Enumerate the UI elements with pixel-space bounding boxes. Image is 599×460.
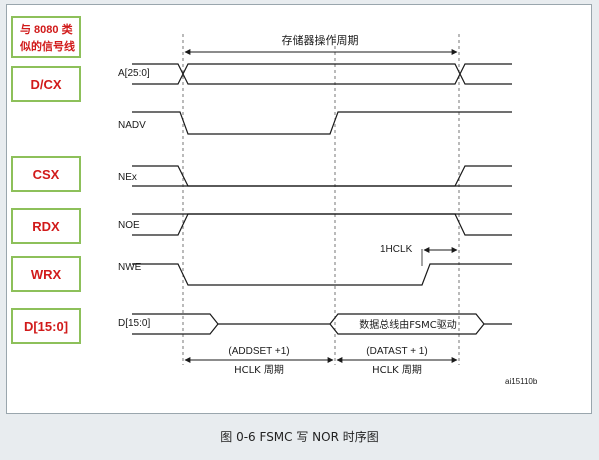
wave-nex [132,165,512,187]
hclk-gap-label: 1HCLK [380,244,413,255]
label-data: D[15:0] [24,319,68,334]
wave-nwe [132,263,512,286]
label-dcx: D/CX [30,77,61,92]
label-wrx: WRX [31,267,62,282]
label-box-csx: CSX [11,156,81,192]
header-line2: 似的信号线 [19,39,75,53]
signal-name-data: D[15:0] [118,318,150,329]
signal-name-addr: A[25:0] [118,68,150,79]
datast-label: (DATAST + 1) [366,346,427,357]
wave-data [132,313,512,335]
signal-name-noe: NOE [118,220,140,231]
signal-name-nex: NEx [118,172,137,183]
figure-id: ai15110b [505,377,538,386]
label-box-rdx: RDX [11,208,81,244]
hclk-period-label-2: HCLK 周期 [372,364,422,376]
figure-caption: 图 0-6 FSMC 写 NOR 时序图 [0,428,599,445]
header-line1: 与 8080 类 [20,22,74,36]
header-box: 与 8080 类 似的信号线 [11,16,81,58]
cycle-label: 存储器操作周期 [282,33,359,47]
caption-body: FSMC 写 NOR 时序图 [259,430,379,444]
signal-name-nwe: NWE [118,262,142,273]
label-csx: CSX [33,167,60,182]
label-box-data: D[15:0] [11,308,81,344]
figure-frame [6,4,592,414]
label-box-dcx: D/CX [11,66,81,102]
hclk-period-label-1: HCLK 周期 [234,364,284,376]
wave-addr [132,63,512,85]
data-bus-label: 数据总线由FSMC驱动 [359,318,457,331]
addset-label: (ADDSET +1) [228,346,289,357]
caption-prefix: 图 0-6 [220,430,256,444]
label-box-wrx: WRX [11,256,81,292]
signal-name-nadv: NADV [118,120,146,131]
wave-nadv [132,111,512,135]
label-rdx: RDX [32,219,60,234]
wave-noe [132,213,512,236]
